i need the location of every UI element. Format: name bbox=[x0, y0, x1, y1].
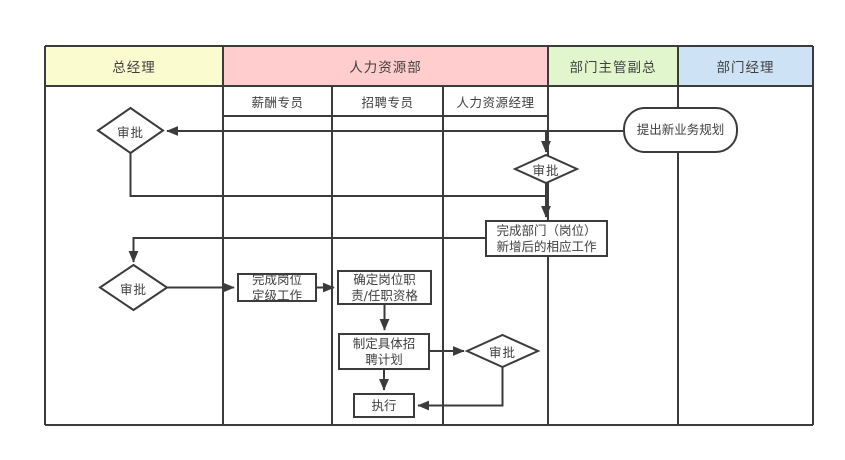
node-approve-gm-top-shape[interactable] bbox=[96, 106, 165, 155]
node-propose-new-business-plan[interactable]: 提出新业务规划 bbox=[623, 107, 738, 153]
node-complete-position-grading[interactable]: 完成岗位 定级工作 bbox=[237, 272, 317, 303]
node-approve-gm-second-shape[interactable] bbox=[98, 263, 169, 312]
node-define-duties-qualifications[interactable]: 确定岗位职 责/任职资格 bbox=[337, 270, 432, 305]
node-complete-dept-position-work[interactable]: 完成部门（岗位） 新增后的相应工作 bbox=[485, 220, 608, 257]
sublane-header-compensation-specialist: 薪酬专员 bbox=[251, 94, 304, 110]
node-make-recruitment-plan[interactable]: 制定具体招 聘计划 bbox=[338, 333, 430, 370]
sublane-header-hr-manager: 人力资源经理 bbox=[456, 94, 535, 110]
node-approve-hr-manager-shape[interactable] bbox=[512, 153, 580, 185]
connector-plan-approval-to-execute bbox=[417, 367, 504, 411]
node-approve-gm-top-label: 审批 bbox=[116, 124, 144, 140]
lane-header-hr-department: 人力资源部 bbox=[223, 46, 548, 86]
node-approve-gm-second-label: 审批 bbox=[119, 281, 147, 297]
sublane-header-recruiting-specialist: 招聘专员 bbox=[361, 94, 414, 110]
node-execute[interactable]: 执行 bbox=[353, 393, 415, 418]
node-approve-hr-manager-label: 审批 bbox=[532, 162, 560, 178]
lane-header-dept-vp: 部门主管副总 bbox=[548, 46, 678, 86]
connector-complete-dept-to-gm-second-approval bbox=[128, 237, 485, 263]
node-approve-plan-label: 审批 bbox=[488, 344, 516, 360]
lane-header-dept-manager: 部门经理 bbox=[678, 46, 813, 86]
node-approve-plan-shape[interactable] bbox=[464, 333, 541, 369]
lane-header-general-manager: 总经理 bbox=[45, 46, 223, 86]
connector-gm-approval-to-merge bbox=[129, 153, 546, 197]
